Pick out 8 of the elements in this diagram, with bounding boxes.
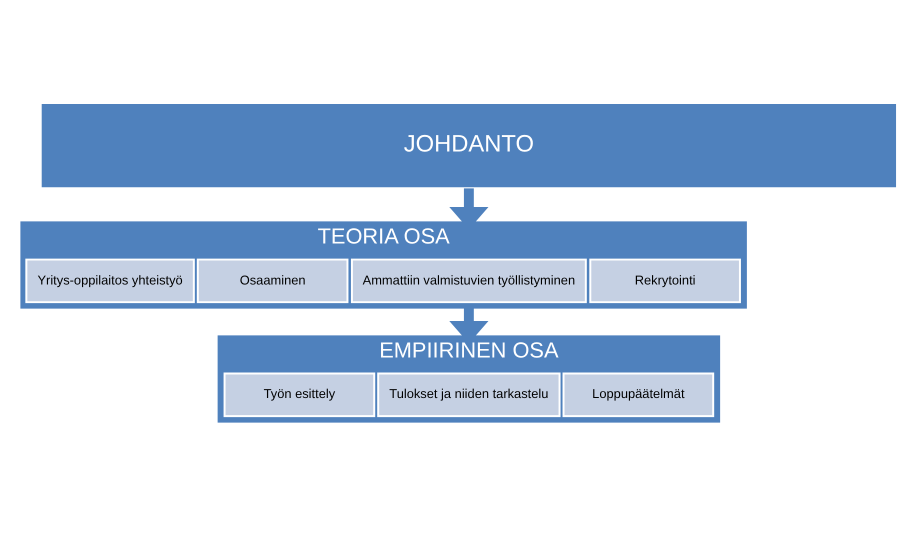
node-box: Yritys-oppilaitos yhteistyö [25, 258, 195, 304]
node-box: Tulokset ja niiden tarkastelu [377, 372, 561, 418]
node-box: Osaaminen [196, 258, 348, 304]
node-box: JOHDANTO [40, 102, 898, 190]
node-box: Loppupäätelmät [562, 372, 714, 418]
node-box: Työn esittely [224, 372, 376, 418]
node-box: Rekrytointi [589, 258, 741, 304]
node-box: Ammattiin valmistuvien työllistyminen [350, 258, 587, 304]
